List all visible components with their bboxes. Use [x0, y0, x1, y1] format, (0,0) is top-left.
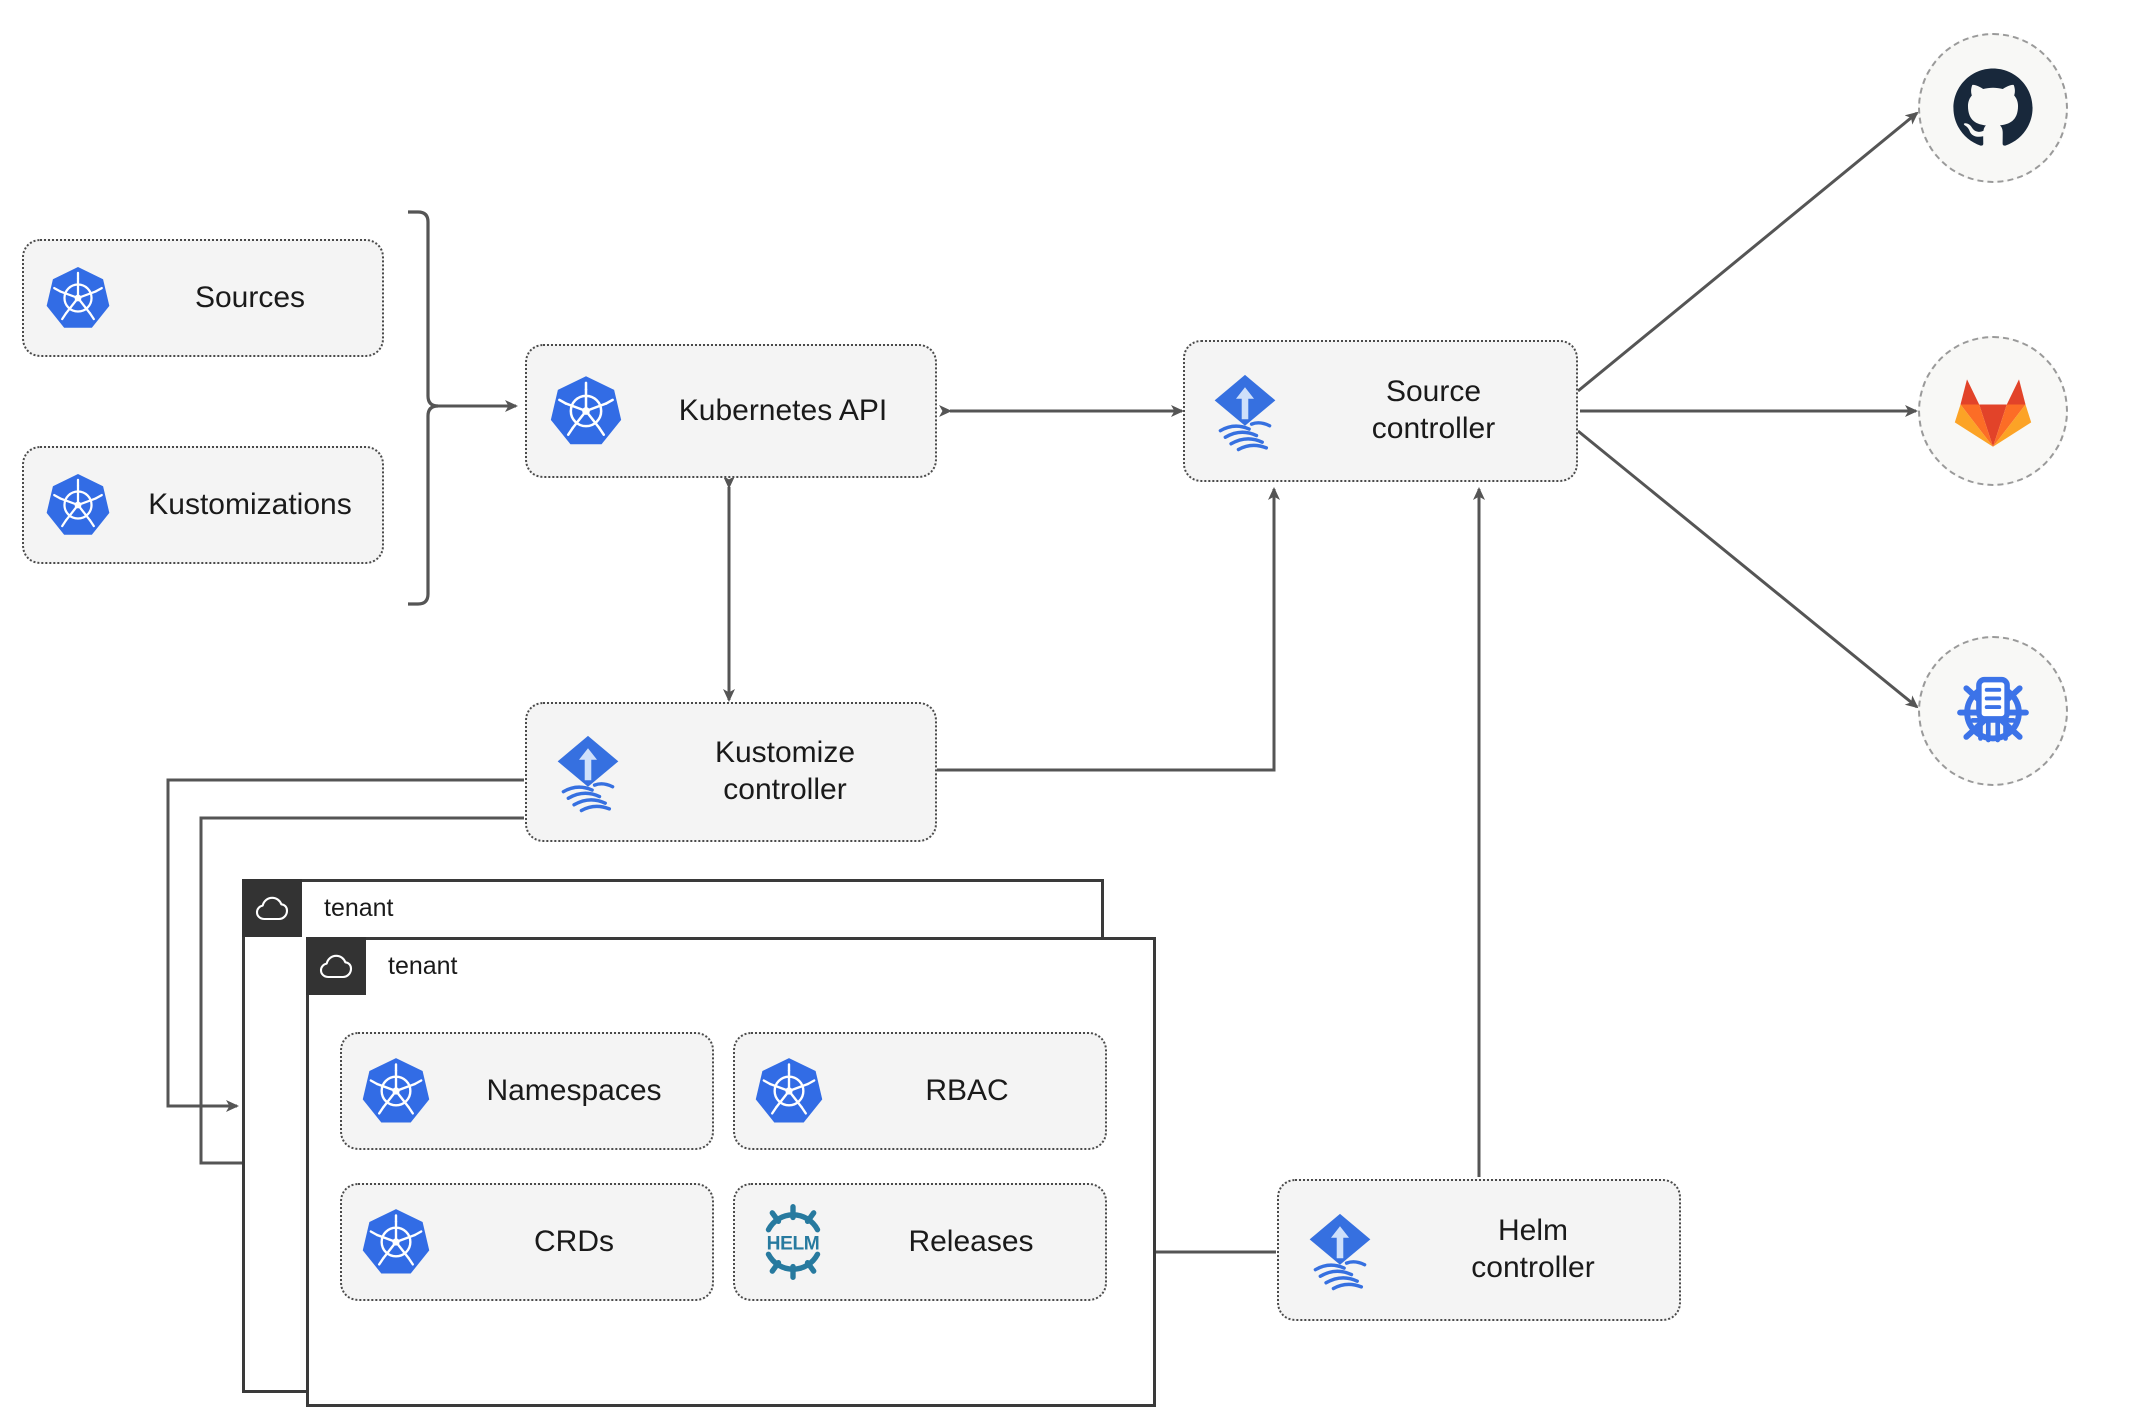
svg-text:HELM: HELM	[767, 1234, 820, 1255]
provider-helm-repository[interactable]	[1918, 636, 2068, 786]
node-kubernetes-api[interactable]: Kubernetes API	[525, 344, 937, 478]
node-namespaces[interactable]: Namespaces	[340, 1032, 714, 1150]
node-rbac[interactable]: RBAC	[733, 1032, 1107, 1150]
flux-icon	[1185, 370, 1305, 452]
tenant-header-front: tenant	[306, 937, 458, 995]
node-label-kustomizations: Kustomizations	[148, 487, 352, 521]
node-source-controller[interactable]: Source controller	[1183, 340, 1578, 482]
provider-gitlab[interactable]	[1918, 336, 2068, 486]
cloud-icon	[306, 937, 366, 995]
node-label-rbac: RBAC	[925, 1073, 1009, 1107]
node-label-sources: Sources	[194, 280, 306, 314]
tenant-container-front: tenant	[306, 937, 1156, 1407]
node-label-source-controller: Source controller	[1371, 375, 1496, 445]
flux-icon	[1279, 1209, 1401, 1291]
flux-icon	[527, 731, 649, 813]
edge-brace	[408, 210, 439, 606]
edge-sourcectrl-bucket	[1577, 429, 1919, 709]
kubernetes-icon	[527, 374, 645, 448]
node-label-crds: CRDs	[534, 1224, 614, 1258]
node-helm-controller[interactable]: Helm controller	[1277, 1179, 1681, 1321]
gitlab-icon	[1954, 379, 2032, 447]
tenant-header-back: tenant	[242, 879, 394, 937]
kubernetes-icon	[24, 265, 132, 331]
node-label-namespaces: Namespaces	[486, 1073, 662, 1107]
node-releases[interactable]: HELM Releases	[733, 1183, 1107, 1301]
kubernetes-icon	[342, 1056, 450, 1126]
node-label-helm-controller: Helm controller	[1471, 1214, 1595, 1284]
cloud-icon	[242, 879, 302, 937]
kubernetes-icon	[735, 1056, 843, 1126]
edge-sourcectrl-github	[1577, 111, 1919, 393]
node-label-kubernetes-api: Kubernetes API	[678, 393, 888, 427]
node-kustomize-controller[interactable]: Kustomize controller	[525, 702, 937, 842]
node-crds[interactable]: CRDs	[340, 1183, 714, 1301]
helm-repository-icon	[1957, 676, 2029, 743]
kubernetes-icon	[24, 472, 132, 538]
helm-icon: HELM	[735, 1196, 851, 1288]
github-icon	[1953, 68, 2033, 146]
tenant-label-front: tenant	[388, 951, 458, 980]
edge-kustomizectrl-sourcectrl	[935, 487, 1280, 772]
kubernetes-icon	[342, 1207, 450, 1277]
tenant-label-back: tenant	[324, 893, 394, 922]
node-label-kustomize-controller: Kustomize controller	[714, 736, 856, 806]
node-label-releases: Releases	[908, 1224, 1034, 1258]
provider-github[interactable]	[1918, 33, 2068, 183]
node-kustomizations[interactable]: Kustomizations	[22, 446, 384, 564]
node-sources[interactable]: Sources	[22, 239, 384, 357]
